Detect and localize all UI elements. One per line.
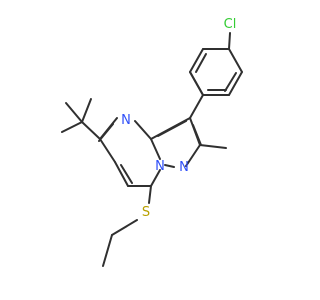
bond [199, 144, 227, 149]
bond [65, 102, 83, 123]
molecule-diagram: Cl N N N S [61, 17, 243, 267]
nitrogen-bridge-label: N [155, 159, 165, 174]
bond [185, 144, 201, 167]
structure-drawing: Cl N N N S [61, 17, 243, 267]
bond [61, 121, 83, 133]
bond [120, 164, 133, 184]
bond [228, 71, 243, 96]
bond [102, 234, 113, 267]
bond [81, 121, 101, 140]
bond [164, 164, 175, 168]
bond [228, 32, 231, 50]
bond [111, 219, 138, 236]
bonds [61, 32, 243, 267]
bond [224, 72, 237, 92]
bond [114, 161, 129, 187]
bond [192, 124, 202, 146]
nitrogen-upper-label: N [121, 113, 131, 128]
bond [150, 138, 161, 160]
bond [189, 48, 204, 73]
bond [134, 120, 152, 140]
nitrogen-right-label: N [179, 160, 189, 175]
bond [99, 138, 116, 163]
bond [189, 71, 204, 96]
bond [81, 98, 92, 123]
sulfur-label: S [142, 205, 150, 220]
bond [228, 48, 243, 73]
chlorine-label: Cl [224, 17, 237, 32]
bond [189, 94, 204, 119]
bond [195, 53, 207, 73]
bond [98, 123, 114, 142]
bond [148, 185, 152, 204]
bond [150, 169, 161, 187]
bond [157, 120, 187, 137]
